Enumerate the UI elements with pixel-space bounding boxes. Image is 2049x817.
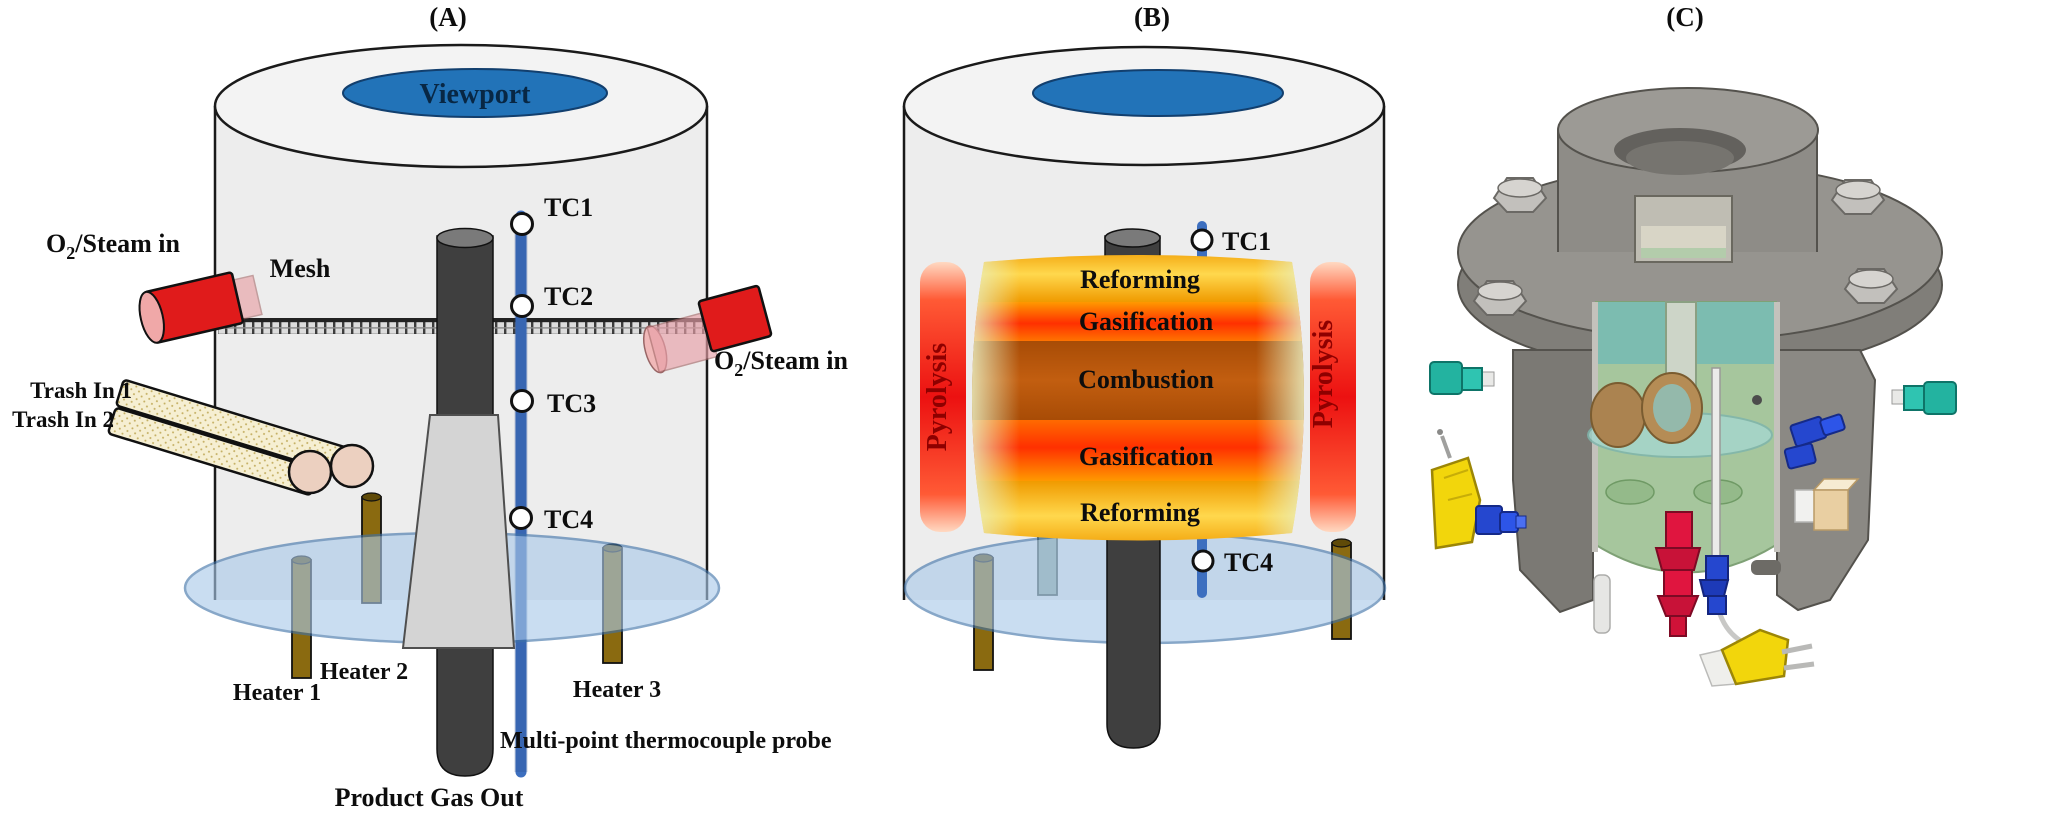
trash-in-2-label: Trash In 2 — [12, 407, 114, 432]
tc3-marker — [510, 389, 534, 413]
pyrolysis-label-left: Pyrolysis — [922, 343, 953, 451]
panel-b-title: (B) — [1134, 2, 1170, 32]
funnel — [401, 414, 516, 649]
probe-label: Multi-point thermocouple probe — [500, 728, 832, 754]
product-gas-tube-b — [1106, 534, 1161, 749]
tc4-label: TC4 — [544, 505, 593, 534]
zone-gasification-bottom — [972, 420, 1304, 481]
o2-steam-fitting-left — [138, 271, 263, 344]
cad-blue-fitting-left — [1475, 505, 1527, 535]
trash-tube-1-end — [329, 443, 375, 489]
panel-b-schematic: (B) Reforming Gasification Combustion Ga… — [902, 2, 1387, 749]
cad-cut-edge-right — [1774, 302, 1780, 552]
viewport-b — [1032, 69, 1284, 117]
reaction-zone-stack — [972, 255, 1304, 541]
center-rod-b-cap — [1104, 228, 1161, 248]
o2-steam-label-right: O2/Steam in — [714, 346, 848, 380]
zone-label-reforming-bottom: Reforming — [1080, 498, 1200, 527]
cad-left-wall — [1512, 349, 1594, 614]
cad-yellow-connector-bottom — [1698, 628, 1815, 687]
heater-1-label: Heater 1 — [233, 680, 321, 706]
heater-2-label: Heater 2 — [320, 659, 408, 685]
zone-label-gasification-bottom: Gasification — [1079, 442, 1214, 471]
cad-beige-cube — [1812, 478, 1860, 531]
cad-red-fitting — [1654, 511, 1702, 637]
tc1-label-b: TC1 — [1222, 227, 1271, 256]
panel-a-title: (A) — [429, 2, 466, 32]
cad-notch-band — [1641, 226, 1726, 248]
zone-gasification-top — [972, 302, 1304, 341]
tc1-marker-b — [1190, 228, 1214, 252]
pyrolysis-label-right: Pyrolysis — [1308, 320, 1339, 428]
cad-dimple-1 — [1605, 479, 1655, 505]
panel-c-title: (C) — [1666, 2, 1703, 32]
cad-blue-fitting-bottom — [1698, 555, 1730, 615]
zone-combustion — [972, 341, 1304, 420]
cad-yellow-connector-left — [1430, 429, 1482, 550]
product-gas-label: Product Gas Out — [335, 783, 524, 812]
heater-3-label: Heater 3 — [573, 677, 661, 703]
tc4-marker-b — [1191, 549, 1215, 573]
zone-edge-right — [1256, 255, 1304, 541]
tc4-marker — [509, 506, 533, 530]
cad-bolt-3 — [1843, 268, 1899, 304]
cad-white-rod — [1593, 574, 1611, 634]
o2-steam-label-left: O2/Steam in — [46, 229, 180, 263]
cad-port-2-glass — [1653, 384, 1691, 432]
tc1-label: TC1 — [544, 193, 593, 222]
tc3-label: TC3 — [547, 389, 596, 418]
tc1-marker — [510, 212, 534, 236]
zone-label-combustion: Combustion — [1078, 365, 1214, 394]
cad-bolt-1 — [1492, 177, 1548, 213]
cad-bolt-4 — [1830, 179, 1886, 215]
mesh-label: Mesh — [270, 254, 331, 283]
cad-bolt-2 — [1472, 280, 1528, 316]
cad-bore-inner — [1626, 141, 1734, 175]
zone-edge-left — [972, 255, 1020, 541]
zone-reforming-top — [972, 255, 1304, 302]
product-gas-tube-cap — [436, 227, 494, 249]
cad-blue-fitting-right-lower — [1783, 442, 1817, 470]
zone-label-gasification-top: Gasification — [1079, 307, 1214, 336]
pyrolysis-band-right — [1310, 262, 1356, 532]
cad-small-hole — [1752, 395, 1762, 405]
o2-steam-fitting-right — [642, 284, 773, 374]
trash-tube-2-end — [287, 449, 333, 495]
cad-notch-green — [1641, 248, 1726, 258]
tc2-marker — [510, 294, 534, 318]
viewport-label: Viewport — [420, 79, 532, 110]
pyrolysis-band-left — [920, 262, 966, 532]
cad-teal-fitting-right — [1891, 381, 1957, 415]
trash-in-1-label: Trash In 1 — [30, 378, 132, 403]
zone-label-reforming-top: Reforming — [1080, 265, 1200, 294]
viewport-a — [342, 68, 608, 118]
cad-rib-3 — [1751, 560, 1781, 575]
panel-a-schematic: (A) Viewport Mesh O2/Steam in O2/Steam i… — [12, 2, 848, 812]
cad-blue-fitting-right-upper — [1789, 413, 1846, 448]
tc4-label-b: TC4 — [1224, 548, 1273, 577]
panel-c-cad-render: (C) — [1429, 2, 1957, 687]
tc2-label: TC2 — [544, 282, 593, 311]
cad-teal-fitting-left — [1429, 361, 1495, 395]
zone-reforming-bottom — [972, 481, 1304, 541]
cad-port-1 — [1590, 382, 1646, 448]
